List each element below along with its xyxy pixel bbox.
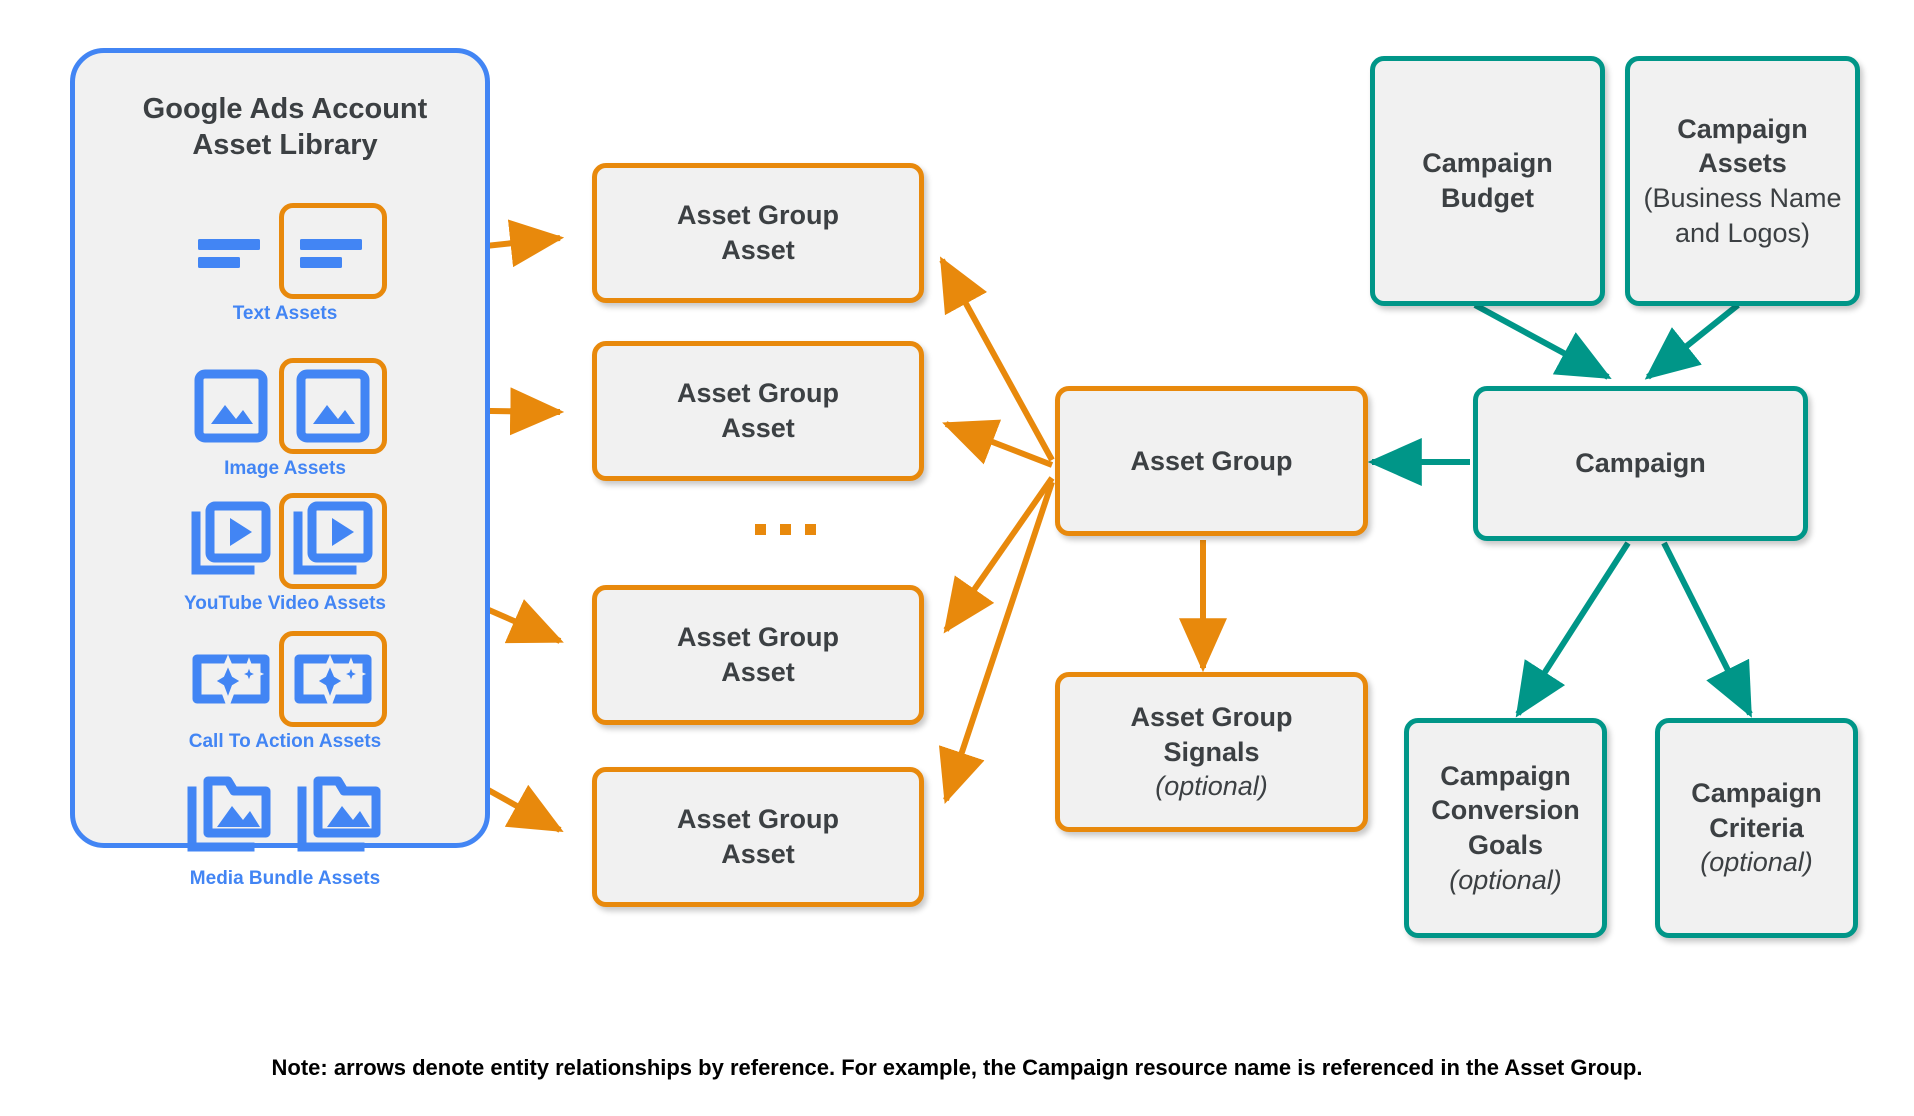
video-asset-icon — [183, 493, 279, 589]
text-asset-icon-selected — [279, 203, 387, 299]
asset-group-asset-label-4: Asset Group Asset — [676, 804, 840, 869]
asset-row-label-video: YouTube Video Assets — [183, 593, 386, 614]
campaign-box[interactable]: Campaign — [1473, 386, 1808, 541]
asset-group-asset-box-1[interactable]: Asset Group Asset — [592, 163, 924, 303]
asset-row-image: Image Assets — [75, 358, 495, 480]
asset-group-asset-label-3: Asset Group Asset — [676, 622, 840, 687]
edge-budget-to-campaign — [1473, 302, 1612, 380]
video-asset-icon-selected — [279, 493, 387, 589]
asset-group-asset-box-3[interactable]: Asset Group Asset — [592, 585, 924, 725]
asset-row-video: YouTube Video Assets — [75, 493, 495, 615]
media-bundle-asset-icon-2 — [292, 768, 388, 864]
asset-group-asset-label-2: Asset Group Asset — [676, 378, 840, 443]
asset-group-box[interactable]: Asset Group — [1055, 386, 1368, 536]
call-to-action-asset-icon — [183, 631, 279, 727]
asset-row-label-media-bundle: Media Bundle Assets — [189, 868, 381, 889]
asset-group-asset-box-2[interactable]: Asset Group Asset — [592, 341, 924, 481]
edge-asset-group-to-assets — [938, 256, 1055, 804]
campaign-budget-label: Campaign Budget — [1422, 148, 1553, 213]
asset-group-asset-label-1: Asset Group Asset — [676, 200, 840, 265]
edge-campaign-assets-to-campaign — [1644, 302, 1740, 380]
campaign-conversion-goals-box[interactable]: Campaign Conversion Goals (optional) — [1404, 718, 1607, 938]
footer-note: Note: arrows denote entity relationships… — [271, 1055, 1643, 1080]
campaign-conversion-goals-label: Campaign Conversion Goals (optional) — [1431, 760, 1580, 895]
edge-campaign-to-conversion-goals — [1515, 541, 1631, 718]
asset-row-cta: Call To Action Assets — [75, 631, 495, 753]
asset-group-label: Asset Group — [1130, 445, 1293, 476]
call-to-action-asset-icon-selected — [279, 631, 387, 727]
campaign-assets-box[interactable]: Campaign Assets (Business Name and Logos… — [1625, 56, 1860, 306]
asset-group-asset-box-4[interactable]: Asset Group Asset — [592, 767, 924, 907]
image-asset-icon-selected — [279, 358, 387, 454]
text-asset-icon — [183, 203, 279, 299]
asset-group-signals-box[interactable]: Asset Group Signals (optional) — [1055, 672, 1368, 832]
campaign-budget-box[interactable]: Campaign Budget — [1370, 56, 1605, 306]
asset-row-label-cta: Call To Action Assets — [188, 731, 382, 752]
asset-row-label-image: Image Assets — [224, 458, 346, 479]
asset-library-title-line2: Asset Library — [192, 129, 378, 162]
ellipsis-indicator — [755, 524, 816, 535]
campaign-criteria-label: Campaign Criteria (optional) — [1691, 778, 1822, 878]
asset-row-label-text: Text Assets — [232, 303, 338, 324]
image-asset-icon — [183, 358, 279, 454]
asset-group-signals-label: Asset Group Signals (optional) — [1130, 702, 1293, 802]
asset-library-panel: Google Ads Account Asset Library Text As… — [70, 48, 490, 889]
edge-campaign-to-criteria — [1661, 541, 1753, 718]
campaign-criteria-box[interactable]: Campaign Criteria (optional) — [1655, 718, 1858, 938]
asset-row-text: Text Assets — [75, 203, 495, 325]
asset-library-title-line1: Google Ads Account — [142, 93, 428, 125]
media-bundle-asset-icon — [182, 768, 278, 864]
asset-library-title: Google Ads Account Asset Library — [75, 91, 495, 164]
asset-row-media-bundle: Media Bundle Assets — [75, 768, 495, 890]
campaign-assets-label: Campaign Assets (Business Name and Logos… — [1643, 113, 1842, 248]
campaign-label: Campaign — [1575, 448, 1706, 479]
